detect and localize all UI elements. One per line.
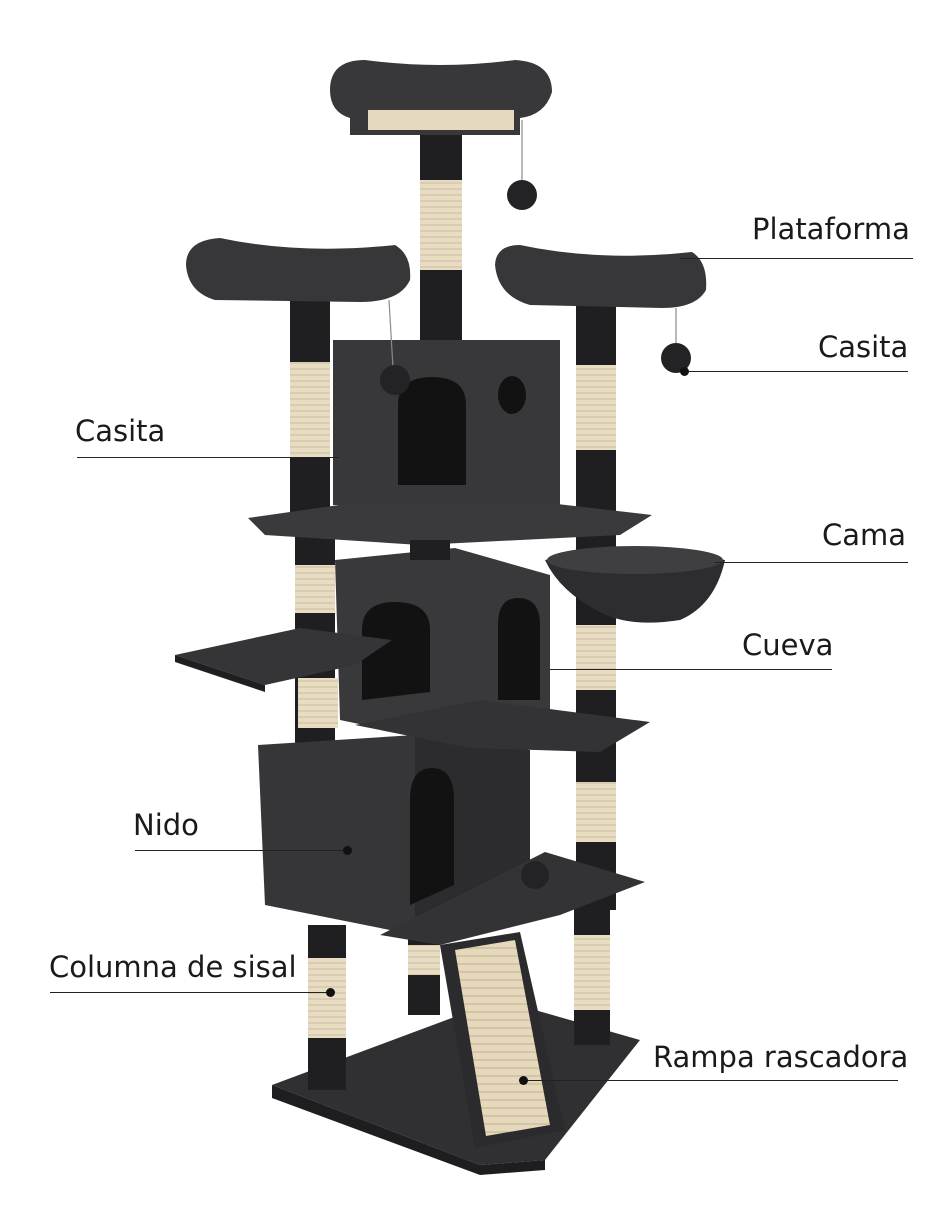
- toy-ball-3: [661, 343, 691, 373]
- lower-step-platform: [380, 852, 645, 945]
- label-casita-right: Casita: [818, 330, 909, 364]
- leader-line-columna: [50, 992, 330, 993]
- leader-line-casita-left: [77, 457, 339, 458]
- right-perch: [495, 245, 707, 308]
- scratch-ramp-sisal: [455, 940, 550, 1136]
- leader-line-nido: [135, 850, 345, 851]
- leader-line-plataforma: [680, 258, 913, 259]
- label-cueva: Cueva: [742, 628, 834, 662]
- marker-nido: [343, 846, 352, 855]
- label-casita-left: Casita: [75, 414, 166, 448]
- left-perch: [186, 238, 411, 302]
- marker-casita-right: [680, 367, 689, 376]
- label-plataforma: Plataforma: [752, 212, 910, 246]
- marker-columna: [326, 988, 335, 997]
- label-nido: Nido: [133, 808, 199, 842]
- marker-rampa: [519, 1076, 528, 1085]
- toy-ball-1: [507, 180, 537, 210]
- label-cama: Cama: [822, 518, 907, 552]
- leader-line-cama: [715, 562, 908, 563]
- leader-line-cueva: [550, 669, 832, 670]
- middle-platform: [248, 502, 652, 545]
- label-columna: Columna de sisal: [49, 950, 297, 984]
- leader-line-rampa: [526, 1080, 898, 1081]
- toy-ball-2: [380, 365, 410, 395]
- label-rampa: Rampa rascadora: [653, 1040, 909, 1074]
- cueva-platform: [355, 700, 650, 752]
- leader-line-casita-right: [686, 371, 908, 372]
- left-step-platform: [175, 628, 392, 685]
